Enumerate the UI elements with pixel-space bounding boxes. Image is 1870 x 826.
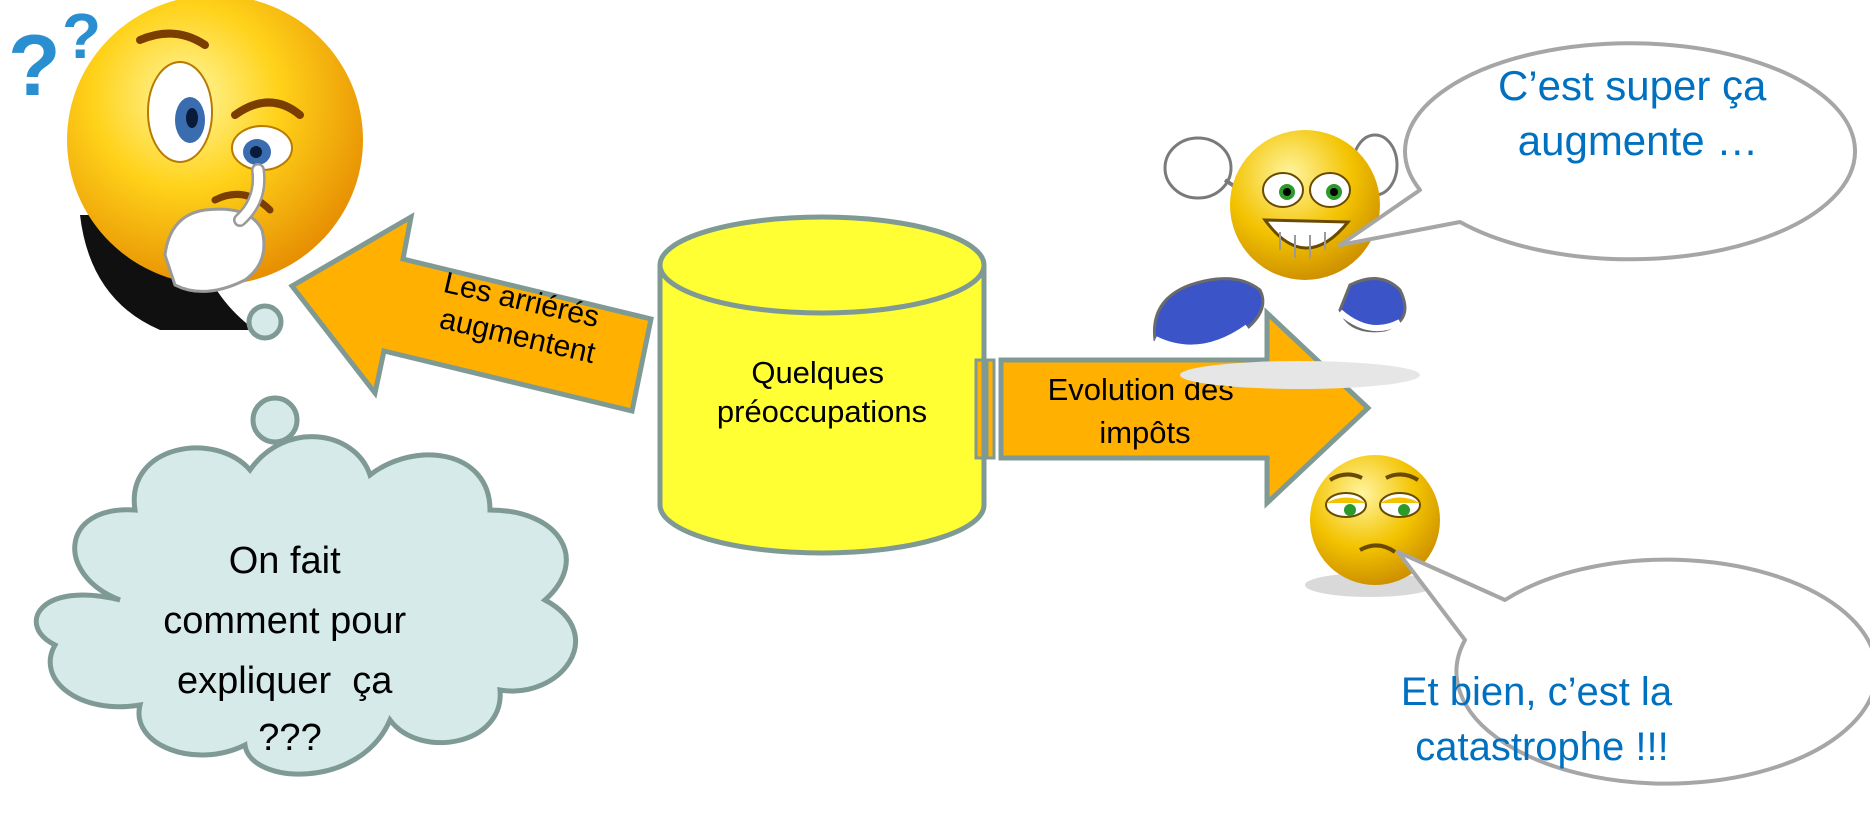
happy-bubble-line-1: C’est super ça [1498,62,1767,109]
question-mark-icon: ? [8,18,61,114]
thinking-smiley-icon: ? ? [8,0,363,445]
svg-text:On fait comment pour: On fait comment pour expliquer ça ??? [163,540,416,759]
happy-running-smiley-icon [1152,130,1420,389]
thought-cloud: On fait comment pour expliquer ça ??? [33,434,579,777]
left-arrow: Les arriérés augmentent [288,212,654,415]
center-label-line-1: Quelques [751,355,884,390]
svg-text:C’est super ça augmente: C’est super ça augmente … [1498,62,1778,164]
right-arrow-label-line-2: impôts [1099,415,1190,450]
svg-text:Quelques préoccupations: Quelques préoccupations [717,355,927,429]
right-arrow: Evolution des impôts [974,307,1372,509]
sad-speech-bubble: Et bien, c’est la catastrophe !!! [1396,550,1870,786]
sad-bubble-line-2: catastrophe !!! [1415,725,1668,769]
sad-smiley-icon [1305,455,1440,597]
sad-bubble-line-1: Et bien, c’est la [1401,670,1673,714]
svg-text:Et bien, c’est la catast: Et bien, c’est la catastrophe !!! [1401,670,1683,769]
thought-cloud-line-2: comment pour [163,600,406,642]
happy-bubble-line-2: augmente … [1518,117,1758,164]
database-cylinder: Quelques préoccupations [657,214,987,556]
thought-cloud-line-3: expliquer ça [177,660,393,702]
thought-cloud-line-1: On fait [229,540,341,582]
center-label-line-2: préoccupations [717,394,927,429]
thought-cloud-line-4: ??? [258,717,321,759]
happy-speech-bubble: C’est super ça augmente … [1338,41,1858,262]
